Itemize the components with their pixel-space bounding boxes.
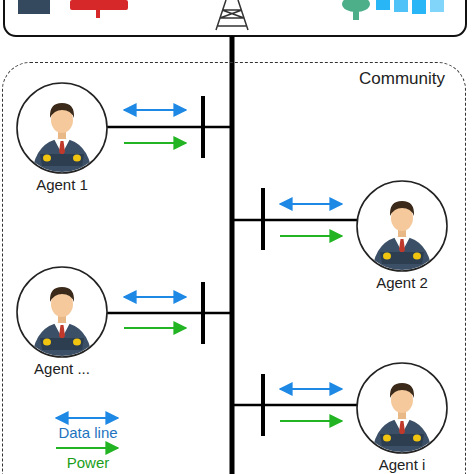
agent-icon <box>14 264 110 360</box>
agent-icon <box>14 80 110 176</box>
generator-icon <box>18 0 128 18</box>
legend-label: Power <box>67 454 110 471</box>
region-label: Community <box>359 69 445 89</box>
community-region: CommunityAgent 1 Agent 2 Agent ... Agent i <box>2 62 466 474</box>
main-bus <box>230 36 235 474</box>
feeder-lines <box>107 96 357 436</box>
legend-label: Data line <box>58 424 117 441</box>
grid-box <box>4 0 466 36</box>
agent-node: Agent ... <box>14 264 110 360</box>
agent-label: Agent ... <box>34 360 90 377</box>
agent-node: Agent 2 <box>354 178 450 274</box>
agent-icon <box>354 360 450 456</box>
agent-label: Agent i <box>379 456 426 473</box>
agent-node: Agent 1 <box>14 80 110 176</box>
legend-data-sample <box>56 417 118 419</box>
tower-icon <box>216 0 248 30</box>
agent-label: Agent 1 <box>36 176 88 193</box>
legend-power-sample <box>56 447 118 449</box>
renewable-icon <box>342 0 444 20</box>
agent-icon <box>354 178 450 274</box>
flow-arrows <box>124 110 342 421</box>
agent-label: Agent 2 <box>376 274 428 291</box>
agent-node: Agent i <box>354 360 450 456</box>
